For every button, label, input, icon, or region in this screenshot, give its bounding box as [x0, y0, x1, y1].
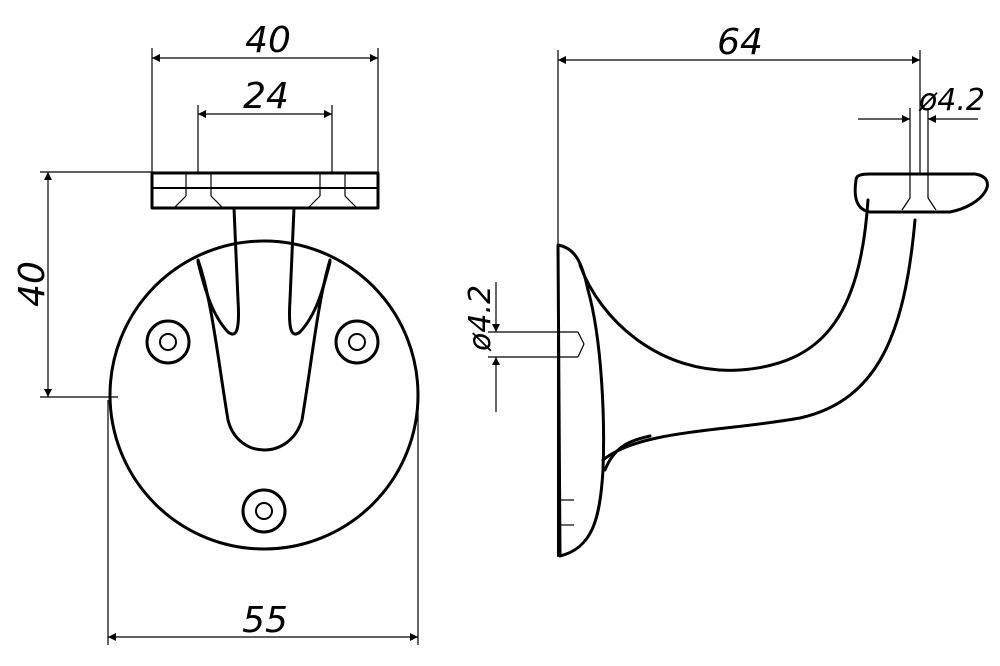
dim-label-reach: 64: [717, 22, 763, 63]
arm-inner-left: [196, 206, 240, 336]
dim-label-top-inner: 24: [243, 76, 289, 117]
dim-label-height: 40: [12, 261, 53, 307]
dimension-top-inner: 24: [197, 76, 333, 172]
mounting-hole-left: [145, 319, 191, 365]
dimension-diameter: 55: [107, 400, 419, 645]
dimension-saddle-hole: ø4.2: [858, 83, 985, 176]
arm-front: [196, 258, 332, 452]
mounting-hole-bottom: [241, 488, 287, 534]
dimension-height: 40: [12, 171, 152, 398]
dimension-top-outer: 40: [151, 20, 379, 172]
front-view: 40 24 40 55: [12, 20, 420, 645]
dimension-reach: 64: [557, 22, 921, 244]
dim-label-diameter: 55: [242, 600, 288, 641]
rail-saddle: [150, 171, 380, 210]
arm-profile-outer: [578, 198, 870, 372]
dim-label-top-outer: 40: [245, 20, 291, 61]
dim-label-saddle-hole: ø4.2: [918, 83, 985, 118]
dimension-plate-hole: ø4.2: [463, 282, 560, 412]
arm-inner-right: [288, 206, 332, 336]
base-plate: [108, 239, 420, 551]
side-view: 64 ø4.2 ø4.2: [463, 22, 989, 558]
dim-label-plate-hole: ø4.2: [463, 285, 498, 352]
arm-profile-inner: [601, 218, 917, 462]
rail-saddle-side: [853, 172, 989, 214]
mounting-hole-right: [334, 319, 380, 365]
wall-plate-profile: [556, 243, 606, 558]
